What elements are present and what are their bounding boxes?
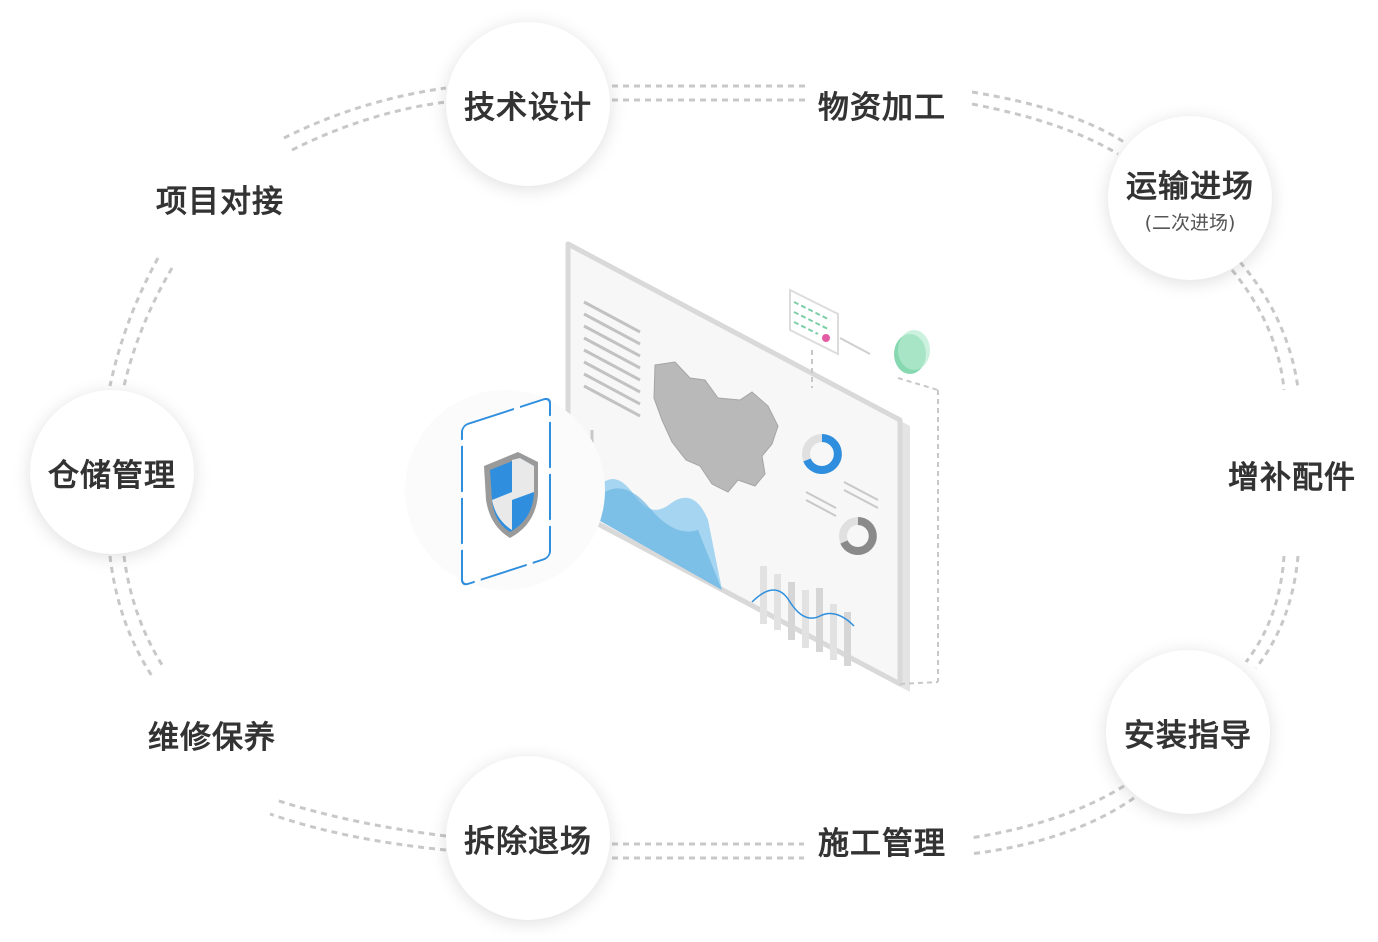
step-label-transport: 运输进场 xyxy=(1126,169,1254,205)
shield-icon xyxy=(484,452,538,538)
connector-line xyxy=(1238,261,1300,389)
floating-card xyxy=(789,288,871,356)
connector-line xyxy=(971,90,1125,144)
step-sublabel-transport: (二次进场) xyxy=(1144,212,1236,234)
connector-line xyxy=(969,784,1125,840)
step-label-maintenance: 维修保养 xyxy=(148,720,276,756)
step-label-project-docking: 项目对接 xyxy=(156,184,284,220)
connector-line xyxy=(1244,555,1286,663)
step-label-construction-mgmt: 施工管理 xyxy=(818,826,946,862)
step-node-transport: 运输进场 (二次进场) xyxy=(1108,116,1272,280)
bar-chart xyxy=(751,566,855,666)
connector-line xyxy=(291,100,447,152)
connector-line xyxy=(275,798,447,838)
connector-line xyxy=(971,102,1119,156)
text-lines xyxy=(583,300,641,418)
step-node-tech-design: 技术设计 xyxy=(446,22,610,186)
step-node-demolition: 拆除退场 xyxy=(446,756,610,920)
china-map-icon xyxy=(653,361,779,493)
step-label-demolition: 拆除退场 xyxy=(464,823,592,860)
step-label-tech-design: 技术设计 xyxy=(464,89,592,126)
connector-line xyxy=(1254,555,1300,669)
shield-card xyxy=(405,390,605,590)
connector-line xyxy=(969,796,1135,856)
step-label-spare-parts: 增补配件 xyxy=(1228,460,1356,496)
step-node-warehouse: 仓储管理 xyxy=(30,390,194,554)
connector-line xyxy=(269,812,447,852)
connector-line xyxy=(283,86,447,140)
step-label-material-processing: 物资加工 xyxy=(818,90,946,126)
leader-lines xyxy=(548,350,939,685)
connector-line xyxy=(122,555,166,669)
connector-line xyxy=(108,257,160,387)
donut-charts xyxy=(802,434,879,555)
connector-line xyxy=(1230,269,1286,391)
dashboard-illustration xyxy=(405,241,939,692)
step-label-install-guidance: 安装指导 xyxy=(1124,717,1252,754)
connector-line xyxy=(108,555,154,677)
step-node-install-guidance: 安装指导 xyxy=(1106,650,1270,814)
connector-line xyxy=(122,267,174,387)
step-label-warehouse: 仓储管理 xyxy=(48,457,176,494)
green-disc-icon xyxy=(898,330,930,370)
